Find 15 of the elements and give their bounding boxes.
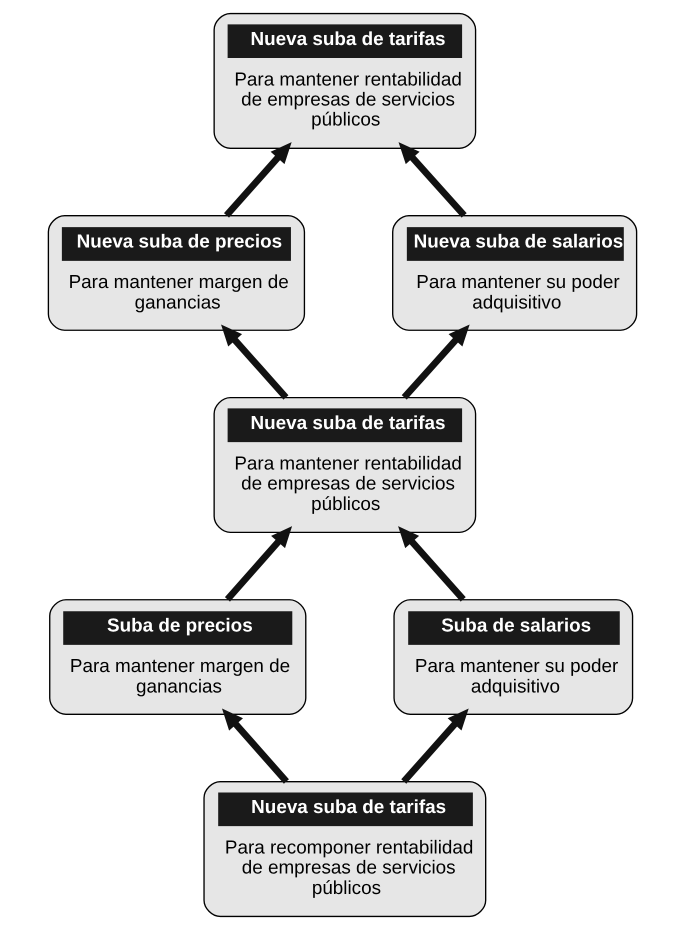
arrow (398, 142, 466, 218)
arrow (223, 142, 292, 218)
node-box: Nueva suba de tarifas Para mantener rentabilidad de empresas de servicios públicos (212, 396, 476, 534)
arrow (224, 526, 292, 602)
node-box: Nueva suba de salarios Para mantener su poder adquisitivo (392, 215, 637, 331)
arrow (220, 324, 288, 400)
arrow (400, 708, 468, 784)
node-box: Suba de precios Para mantener margen de ganancias (48, 599, 306, 715)
node-box: Nueva suba de tarifas Para recomponer rentabilidad de empresas de servicios públicos (202, 781, 486, 918)
node-box: Nueva suba de tarifas Para mantener rentabilidad de empresas de servicios públicos (212, 12, 476, 149)
node-box: Nueva suba de precios Para mantener margen de ganancias (47, 215, 305, 331)
node-box: Suba de salarios Para mantener su poder adquisitivo (392, 599, 633, 715)
arrow (222, 708, 288, 784)
arrow (401, 324, 470, 400)
arrow (398, 526, 466, 602)
